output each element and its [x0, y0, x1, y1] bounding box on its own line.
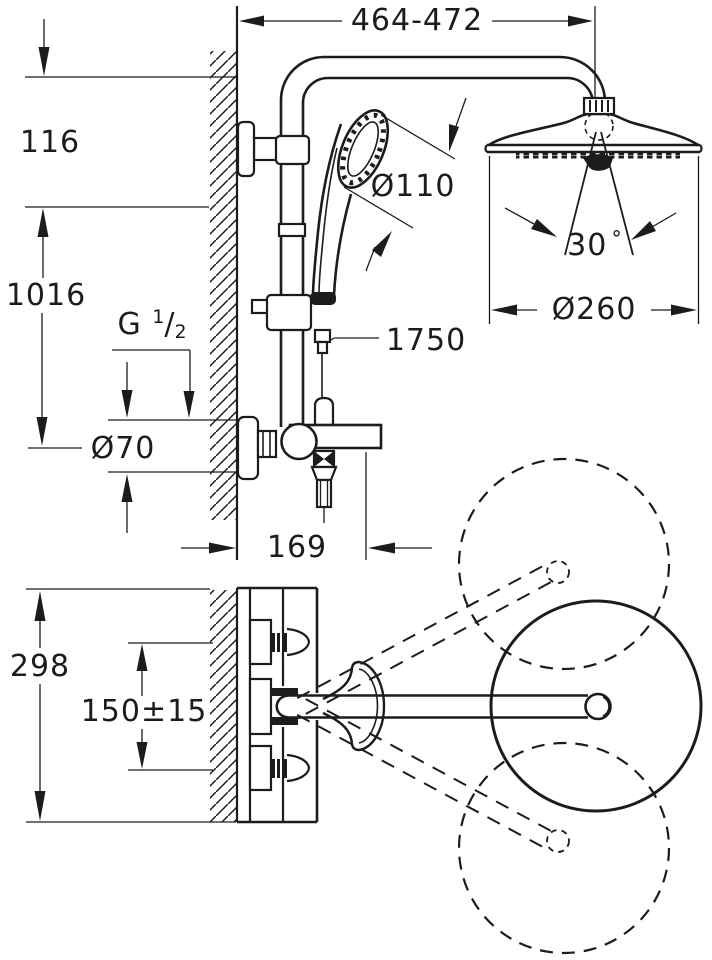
- inlet-connection-bottom: [248, 744, 311, 792]
- dim-arm-drop: 116: [19, 125, 81, 160]
- thread-prefix: G: [117, 307, 142, 342]
- plan-view: [26, 457, 703, 955]
- hose-cone: [310, 465, 338, 482]
- spray-angle-unit: °: [611, 227, 623, 251]
- head-circle-plan: [489, 599, 703, 813]
- head-shower: [484, 96, 703, 256]
- rail-union: [274, 134, 311, 166]
- wall-hatch-lower: [210, 590, 237, 822]
- dimension-lines-upper: [25, 6, 700, 560]
- hand-shower-grip-end: [310, 292, 336, 305]
- hose-and-diverter: [313, 353, 335, 425]
- arm-elbow-block: [248, 677, 273, 736]
- temperature-knob: [280, 422, 318, 461]
- union-nut: [256, 429, 278, 459]
- hose-tube: [315, 478, 333, 509]
- thread-denominator: 2: [174, 321, 187, 343]
- shower-arm: [279, 55, 607, 427]
- arrow-left: [239, 15, 264, 27]
- spray-angle-value: 30: [567, 228, 608, 263]
- wall-hatch-upper: [210, 51, 237, 520]
- swivel-position-down: [296, 698, 671, 955]
- dim-projection: 169: [266, 530, 328, 565]
- dim-hand-shower-diameter: Ø110: [370, 169, 456, 204]
- arrow-right: [568, 15, 593, 27]
- wall-bracket: [236, 120, 311, 178]
- ball-joint: [584, 111, 614, 141]
- head-circle-up: [457, 457, 671, 671]
- wall-union-flange: [236, 415, 260, 481]
- dim-inlet-spacing: 150±15: [80, 694, 208, 729]
- head-circle-down: [457, 741, 671, 955]
- dimension-lines-lower: [34, 591, 213, 821]
- dim-thread-size: G 1/2: [117, 308, 186, 342]
- thermostat-valve: [236, 415, 383, 523]
- thread-slash: /: [164, 307, 175, 342]
- dim-trim-width: 298: [9, 649, 71, 684]
- rail-joint: [277, 222, 307, 238]
- swivel-position-up: [296, 457, 671, 715]
- shower-arm-plan: [272, 688, 612, 725]
- dim-hose-length: 1750: [385, 323, 467, 358]
- hand-shower-holder: [250, 292, 336, 355]
- thread-numerator: 1: [152, 306, 165, 328]
- arm-end-cap: [584, 692, 612, 721]
- dim-rail-height: 1016: [5, 278, 87, 313]
- center-hub: [583, 154, 613, 171]
- wall-section-upper: [210, 6, 239, 560]
- diverter-knob: [313, 396, 335, 425]
- dim-wall-union-diameter: Ø70: [90, 431, 156, 466]
- dim-head-shower-diameter: Ø260: [551, 292, 637, 327]
- dim-arm-reach: 464-472: [350, 3, 484, 38]
- hose-outlet: [313, 328, 332, 344]
- dim-spray-angle: 30°: [567, 229, 623, 261]
- inlet-connection-top: [248, 618, 311, 666]
- head-connector-nut: [582, 96, 616, 116]
- hand-shower-plan: [322, 660, 386, 752]
